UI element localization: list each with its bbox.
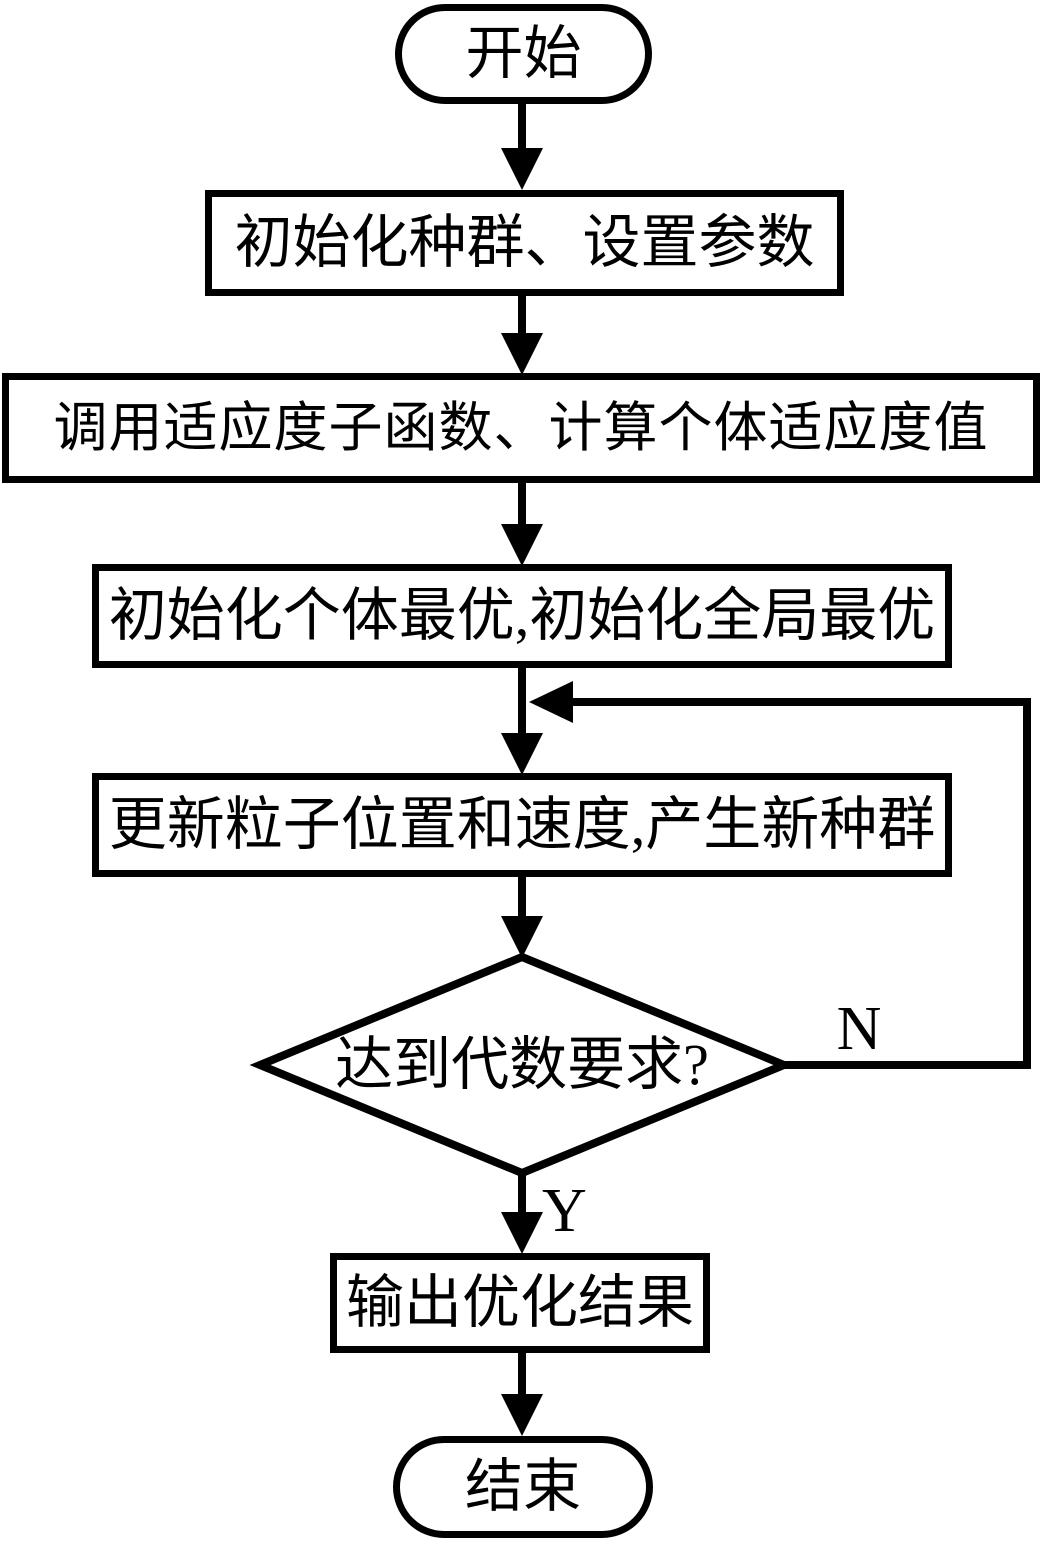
node-decision-label: 达到代数要求? xyxy=(335,1032,709,1097)
loopback-path-no-branch xyxy=(529,681,1031,1069)
node-init-population-label: 初始化种群、设置参数 xyxy=(234,210,815,275)
node-end-label: 结束 xyxy=(464,1454,581,1519)
node-end: 结束 xyxy=(393,1436,653,1538)
arrow-output-to-end xyxy=(501,1351,543,1436)
node-output-result: 输出优化结果 xyxy=(330,1253,710,1353)
node-compute-fitness-label: 调用适应度子函数、计算个体适应度值 xyxy=(53,398,989,458)
branch-label-no: N xyxy=(836,995,882,1063)
node-init-best: 初始化个体最优,初始化全局最优 xyxy=(92,564,952,668)
arrow-init-best-to-update-particles xyxy=(501,664,543,775)
arrow-compute-fitness-to-init-best xyxy=(501,479,543,566)
arrow-decision-to-output-yes-branch xyxy=(501,1171,543,1254)
arrow-start-to-init-population xyxy=(501,100,543,190)
node-start: 开始 xyxy=(395,4,652,104)
node-start-label: 开始 xyxy=(465,21,582,86)
node-init-best-label: 初始化个体最优,初始化全局最优 xyxy=(108,583,936,648)
node-init-population: 初始化种群、设置参数 xyxy=(205,190,844,296)
arrow-init-population-to-compute-fitness xyxy=(501,292,543,375)
branch-label-yes: Y xyxy=(542,1177,587,1245)
node-output-result-label: 输出优化结果 xyxy=(345,1270,694,1335)
node-update-particles-label: 更新粒子位置和速度,产生新种群 xyxy=(108,792,936,857)
arrow-update-particles-to-decision xyxy=(501,873,543,958)
node-compute-fitness: 调用适应度子函数、计算个体适应度值 xyxy=(2,373,1040,483)
node-decision: 达到代数要求? xyxy=(280,1030,764,1100)
node-update-particles: 更新粒子位置和速度,产生新种群 xyxy=(92,773,952,877)
